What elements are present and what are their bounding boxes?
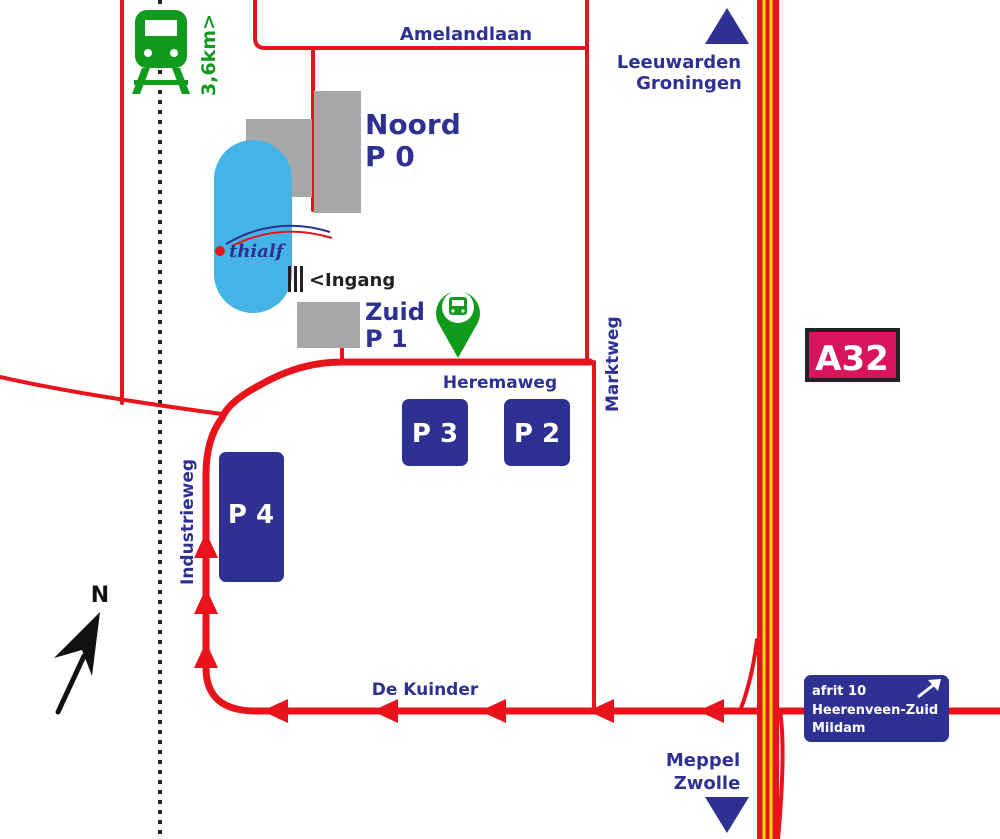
logo-heart (215, 246, 225, 256)
compass-label: N (91, 583, 109, 608)
logo-text: thialf (229, 241, 287, 262)
route-arrow-left (588, 699, 614, 723)
a32-label: A32 (815, 339, 889, 379)
a32-shield: A32 (805, 328, 900, 382)
parking-areas (219, 399, 570, 582)
entrance-arrow: < (309, 269, 325, 291)
parking-p2 (504, 399, 570, 466)
highway-a32 (757, 0, 779, 839)
thialf-arena (214, 140, 292, 313)
arrow-down-icon (705, 797, 749, 833)
train-icon (132, 10, 190, 94)
road-west (0, 375, 224, 416)
direction-north-line2: Groningen (636, 73, 742, 94)
route-arrow-up (194, 532, 218, 558)
exit-sign-line2: Heerenveen-Zuid (812, 703, 938, 718)
exit-sign-line1: afrit 10 (812, 684, 866, 699)
parking-p3-label: P 3 (412, 419, 458, 449)
road-heremaweg (202, 358, 1000, 715)
road-exit-ramp-top (738, 638, 759, 713)
route-arrows (194, 532, 724, 723)
route-arrow-left (698, 699, 724, 723)
parking-p2-label: P 2 (514, 419, 560, 449)
road-exit-ramp-bottom (776, 709, 785, 839)
route-arrow-up (194, 588, 218, 614)
parking-p4 (219, 452, 284, 582)
arrow-up-icon (705, 8, 749, 44)
train-distance: 3,6km> (198, 14, 220, 96)
road-network (0, 0, 785, 839)
zuid-title: Zuid (365, 298, 425, 326)
route-arrow-left (372, 699, 398, 723)
zuid-parking: P 1 (365, 325, 408, 353)
direction-south-line2: Zwolle (674, 773, 741, 794)
noord-parking: P 0 (365, 140, 415, 173)
direction-south-line1: Meppel (666, 750, 740, 771)
exit-sign-line3: Mildam (812, 721, 865, 736)
building-south (297, 302, 360, 348)
direction-north-line1: Leeuwarden (617, 52, 741, 73)
street-industrieweg: Industrieweg (178, 459, 198, 585)
route-arrow-up (194, 642, 218, 668)
entrance-marker: < Ingang (288, 266, 395, 292)
north-arrow-icon: N (54, 583, 109, 715)
street-amelandlaan: Amelandlaan (400, 24, 532, 45)
arrow-northeast-icon (917, 679, 941, 699)
street-heremaweg: Heremaweg (443, 373, 557, 393)
street-marktweg: Marktweg (603, 316, 623, 412)
route-arrow-left (262, 699, 288, 723)
parking-p3 (402, 399, 468, 466)
building-north-right (314, 91, 361, 213)
buildings (246, 91, 361, 348)
thialf-logo: thialf (215, 224, 333, 262)
street-de-kuinder: De Kuinder (372, 680, 479, 700)
route-arrow-left (480, 699, 506, 723)
exit-sign: afrit 10 Heerenveen-Zuid Mildam (804, 675, 949, 742)
bus-stop-icon (436, 291, 480, 358)
road-top-loop (253, 0, 589, 50)
parking-p4-label: P 4 (228, 500, 274, 530)
entrance-label: Ingang (325, 270, 395, 291)
noord-title: Noord (365, 108, 461, 141)
